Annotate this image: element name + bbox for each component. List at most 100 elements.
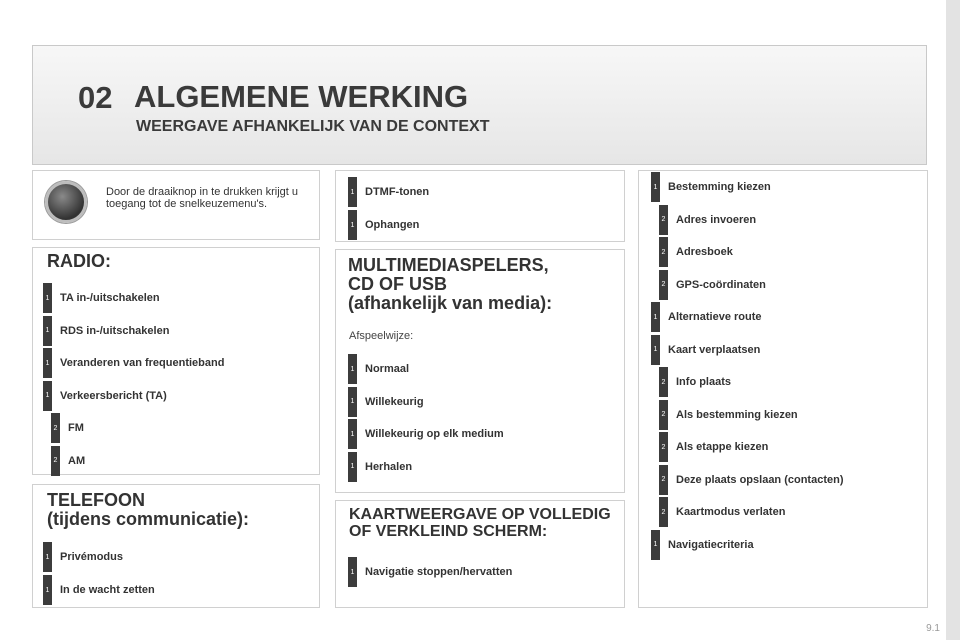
menu-item-label: Veranderen van frequentieband (60, 357, 225, 369)
menu-level-badge: 2 (659, 399, 668, 430)
menu-item: 2 AM (43, 445, 85, 477)
page-title: ALGEMENE WERKING (134, 79, 469, 114)
menu-item: 2 Als bestemming kiezen (651, 399, 798, 431)
radio-heading: RADIO: (47, 251, 111, 271)
menu-level-badge: 2 (659, 464, 668, 495)
menu-level-badge: 1 (348, 177, 357, 207)
menu-item-label: RDS in-/uitschakelen (60, 324, 170, 337)
menu-level-badge: 1 (651, 172, 660, 202)
telefoon-panel: TELEFOON (tijdens communicatie): 1 Privém… (32, 484, 320, 608)
menu-level-badge: 1 (651, 302, 660, 332)
menu-item: 1 Alternatieve route (651, 301, 762, 333)
menu-item: 2 FM (43, 412, 84, 444)
menu-level-badge: 1 (43, 348, 52, 378)
menu-item: 2 Info plaats (651, 366, 731, 398)
menu-item: 1 Navigatie stoppen/hervatten (348, 556, 512, 588)
menu-level-badge: 1 (348, 451, 357, 482)
menu-item-label: Verkeersbericht (TA) (60, 389, 167, 402)
menu-level-badge: 1 (651, 529, 660, 560)
menu-level-badge: 1 (651, 334, 660, 365)
menu-level-badge: 2 (659, 237, 668, 267)
menu-item-label: Kaartmodus verlaten (676, 506, 786, 518)
menu-level-badge: 1 (348, 210, 357, 240)
menu-level-badge: 2 (659, 432, 668, 462)
menu-item: 2 Kaartmodus verlaten (651, 496, 785, 528)
menu-level-badge: 1 (348, 386, 357, 417)
menu-item: 1 Herhalen (348, 451, 412, 483)
kaart-heading: KAARTWEERGAVE OP VOLLEDIG OF VERKLEIND S… (349, 506, 611, 541)
menu-item-label: Navigatiecriteria (668, 538, 754, 551)
menu-item: 1 TA in-/uitschakelen (43, 282, 160, 314)
menu-level-badge: 2 (659, 367, 668, 397)
menu-item: 1 Veranderen van frequentieband (43, 347, 224, 379)
menu-item: 1 Ophangen (348, 209, 419, 241)
multimedia-heading: MULTIMEDIASPELERS, CD OF USB (afhankelij… (348, 256, 552, 313)
menu-item: 1 Bestemming kiezen (651, 171, 771, 203)
kaart-panel: KAARTWEERGAVE OP VOLLEDIG OF VERKLEIND S… (335, 500, 625, 608)
kaart-heading-line1: KAARTWEERGAVE OP VOLLEDIG (349, 506, 611, 523)
menu-item-label: TA in-/uitschakelen (60, 292, 160, 304)
menu-level-badge: 2 (51, 445, 60, 476)
menu-item-label: Info plaats (676, 376, 732, 388)
menu-item: 1 DTMF-tonen (348, 176, 429, 208)
menu-item: 1 Privémodus (43, 541, 123, 573)
telefoon-heading-line2: (tijdens communicatie): (47, 508, 250, 529)
menu-level-badge: 1 (348, 354, 357, 384)
kaart-heading-line2: OF VERKLEIND SCHERM: (349, 522, 548, 540)
rotary-knob-icon (45, 181, 87, 223)
menu-item-label: AM (68, 454, 86, 467)
menu-item-label: Navigatie stoppen/hervatten (365, 566, 513, 578)
menu-item-label: Adres invoeren (676, 213, 757, 226)
menu-item-label: Willekeurig op elk medium (365, 428, 504, 440)
menu-item-label: Ophangen (365, 219, 420, 231)
knob-description: Door de draaiknop in te drukken krijgt u… (106, 186, 298, 210)
menu-item-label: Privémodus (60, 551, 123, 563)
menu-item: 2 GPS-coördinaten (651, 269, 766, 301)
menu-item: 2 Adres invoeren (651, 204, 756, 236)
menu-item-label: Herhalen (365, 460, 413, 473)
menu-level-badge: 1 (43, 283, 52, 313)
menu-item-label: Deze plaats opslaan (contacten) (676, 473, 844, 486)
menu-item: 1 Willekeurig (348, 386, 424, 418)
menu-item-label: DTMF-tonen (365, 186, 430, 198)
telefoon-heading-line1: TELEFOON (47, 490, 145, 510)
menu-item: 1 Verkeersbericht (TA) (43, 380, 167, 412)
menu-item-label: GPS-coördinaten (676, 278, 766, 291)
page-number: 9.1 (926, 623, 940, 634)
menu-level-badge: 2 (659, 269, 668, 300)
telefoon-heading: TELEFOON (tijdens communicatie): (47, 491, 249, 529)
menu-item-label: Als etappe kiezen (676, 441, 769, 453)
menu-item-label: FM (68, 422, 84, 434)
chapter-number: 02 (78, 80, 113, 115)
menu-item-label: Als bestemming kiezen (676, 408, 798, 421)
menu-item: 1 Navigatiecriteria (651, 529, 754, 561)
menu-level-badge: 1 (348, 557, 357, 587)
header-banner (32, 45, 927, 165)
menu-item-label: Willekeurig (365, 395, 424, 408)
menu-level-badge: 1 (348, 419, 357, 449)
afspeelwijze-label: Afspeelwijze: (349, 330, 414, 342)
menu-item-label: Bestemming kiezen (668, 181, 771, 193)
menu-item-label: Alternatieve route (668, 311, 762, 323)
multimedia-heading-line3: (afhankelijk van media): (348, 292, 553, 313)
menu-level-badge: 2 (51, 413, 60, 443)
menu-level-badge: 2 (659, 497, 668, 527)
menu-level-badge: 1 (43, 575, 52, 605)
menu-level-badge: 1 (43, 380, 52, 411)
multimedia-panel: MULTIMEDIASPELERS, CD OF USB (afhankelij… (335, 249, 625, 493)
multimedia-heading-line1: MULTIMEDIASPELERS, (348, 255, 549, 275)
menu-item-label: Adresboek (676, 246, 733, 258)
menu-level-badge: 1 (43, 542, 52, 572)
menu-level-badge: 2 (659, 204, 668, 235)
menu-item: 2 Als etappe kiezen (651, 431, 768, 463)
menu-item: 2 Deze plaats opslaan (contacten) (651, 464, 844, 496)
menu-level-badge: 1 (43, 315, 52, 346)
multimedia-heading-line2: CD OF USB (348, 273, 447, 294)
page-subtitle: WEERGAVE AFHANKELIJK VAN DE CONTEXT (136, 118, 490, 135)
menu-item: 1 Willekeurig op elk medium (348, 418, 504, 450)
